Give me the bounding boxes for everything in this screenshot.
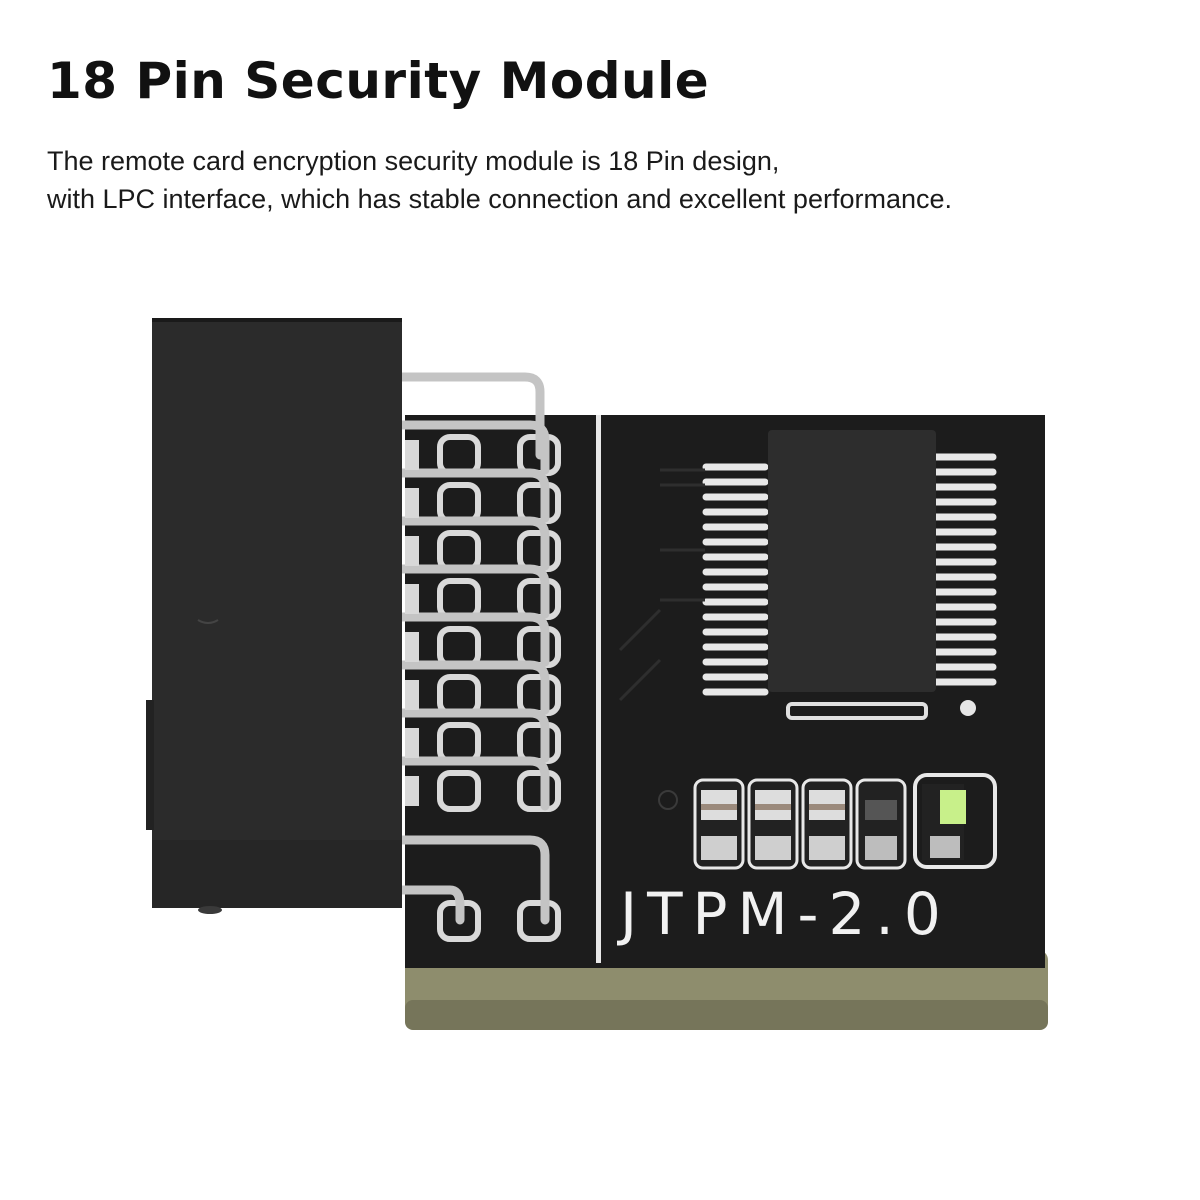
board-silkscreen-label: JTPM-2.0 — [620, 880, 951, 948]
product-description: The remote card encryption security modu… — [47, 142, 952, 218]
status-led — [940, 790, 966, 824]
chip-legs-right — [931, 453, 997, 686]
description-line-1: The remote card encryption security modu… — [47, 146, 780, 176]
chip-legs-left — [702, 463, 769, 696]
tpm-chip — [768, 430, 936, 692]
silkscreen-divider — [596, 415, 601, 963]
description-line-2: with LPC interface, which has stable con… — [47, 184, 953, 214]
header-connector — [152, 318, 402, 908]
pin-rows-left — [405, 440, 419, 806]
page-title: 18 Pin Security Module — [47, 52, 710, 110]
smd-components — [693, 773, 997, 870]
bent-pins — [390, 372, 550, 925]
